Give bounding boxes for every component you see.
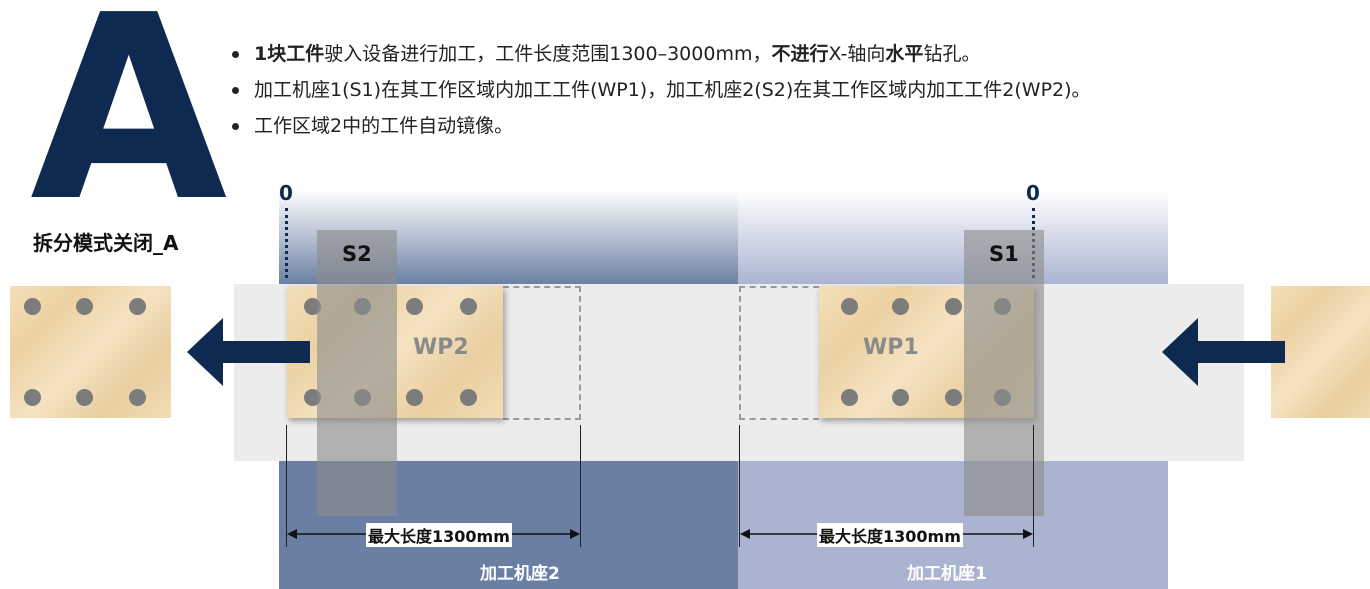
- bullet-item-1: 1块工件驶入设备进行加工，工件长度范围1300–3000mm，不进行X-轴向水平…: [232, 40, 1091, 76]
- station-s1-label: S1: [989, 242, 1019, 266]
- zero-marker-right: 0: [1026, 181, 1040, 205]
- mode-title: 拆分模式关闭_A: [33, 231, 179, 255]
- dim-tick-right-a: [739, 425, 740, 547]
- bullet-1-text-f: 钻孔。: [923, 43, 981, 65]
- mode-letter: A: [30, 0, 228, 258]
- bullet-item-2: 加工机座1(S1)在其工作区域内加工工件(WP1)，加工机座2(S2)在其工作区…: [232, 76, 1091, 112]
- bullet-1-text-c: 不进行: [771, 43, 829, 65]
- station-s1: [964, 230, 1044, 516]
- bullet-1-text-a: 1块工件: [254, 43, 325, 65]
- bullet-3-text: 工作区域2中的工件自动镜像。: [254, 115, 514, 137]
- dim-label-left: 最大长度1300mm: [366, 523, 512, 547]
- wp2-label: WP2: [413, 335, 469, 360]
- wp1-reach-outline: [739, 286, 819, 420]
- arrow-left-icon: [187, 318, 310, 386]
- workpiece-incoming: [1271, 286, 1370, 418]
- bullet-1-text-b: 驶入设备进行加工，工件长度范围1300–3000mm，: [324, 43, 772, 65]
- workpiece-outgoing: [10, 286, 171, 418]
- bullet-1-text-d: X-轴向: [828, 43, 886, 65]
- station-s2: [317, 230, 397, 516]
- dim-tick-left-a: [286, 425, 287, 547]
- base-label-left: 加工机座2: [480, 564, 560, 584]
- description-list: 1块工件驶入设备进行加工，工件长度范围1300–3000mm，不进行X-轴向水平…: [232, 40, 1091, 148]
- zero-line-left: [285, 208, 288, 278]
- dim-tick-left-b: [580, 425, 581, 547]
- wp1-label: WP1: [863, 335, 919, 360]
- station-s2-label: S2: [342, 242, 372, 266]
- dim-label-right: 最大长度1300mm: [817, 523, 963, 547]
- bullet-item-3: 工作区域2中的工件自动镜像。: [232, 112, 1091, 148]
- bullet-2-text: 加工机座1(S1)在其工作区域内加工工件(WP1)，加工机座2(S2)在其工作区…: [254, 79, 1091, 101]
- wp2-reach-outline: [503, 286, 581, 420]
- zero-marker-left: 0: [279, 181, 293, 205]
- bullet-1-text-e: 水平: [885, 43, 924, 65]
- arrow-left-icon: [1162, 318, 1285, 386]
- dim-tick-right-b: [1033, 425, 1034, 547]
- base-label-right: 加工机座1: [907, 564, 987, 584]
